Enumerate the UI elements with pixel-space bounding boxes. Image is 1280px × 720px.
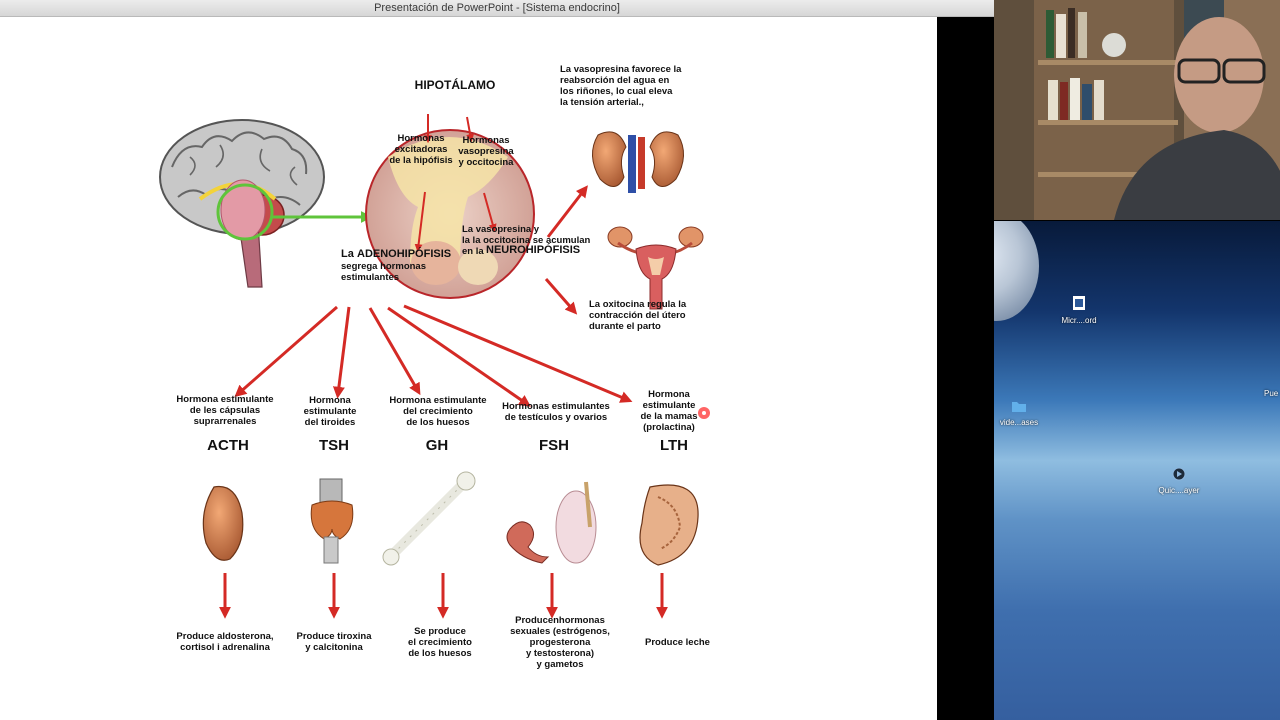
- tsh-desc: Hormona estimulante del tiroides: [303, 395, 357, 428]
- word-document-icon: [1073, 296, 1085, 310]
- kidney-illustration: [592, 131, 684, 193]
- acth-effect: Produce aldosterona, cortisol i adrenali…: [176, 631, 274, 653]
- webcam-video: [994, 0, 1280, 220]
- fsh-effect: Producenhormonas sexuales (estrógenos, p…: [510, 615, 610, 670]
- tsh-abbr: TSH: [319, 437, 349, 454]
- uterus-illustration: [607, 226, 704, 310]
- adeno-prefix: La: [341, 248, 354, 260]
- neuro-text-1: La vasopresina y: [462, 224, 540, 235]
- neuro-text-3: en la: [462, 246, 484, 257]
- gh-abbr: GH: [425, 437, 449, 454]
- gh-effect: Se produce el crecimiento de los huesos: [408, 626, 472, 659]
- acth-abbr: ACTH: [207, 437, 249, 454]
- acth-desc: Hormona estimulante de les cápsulas supr…: [176, 394, 274, 427]
- hormonas-vasopresina-label: Hormonas vasopresina y occitocina: [458, 135, 514, 168]
- neurohipofisis-label: NEUROHIPÓFISIS: [486, 244, 581, 256]
- bone-illustration: [382, 471, 476, 566]
- pituitary-detail-circle: [365, 114, 535, 299]
- adeno-desc: segrega hormonas estimulantes: [341, 261, 426, 283]
- arrow-to-uterus: [544, 278, 578, 315]
- hipotalamo-label: HIPOTÁLAMO: [414, 78, 496, 92]
- lth-desc: Hormona estimulante de la mamas (prolact…: [640, 389, 698, 433]
- slide-border: [937, 17, 994, 720]
- fsh-abbr: FSH: [539, 437, 569, 454]
- fsh-desc: Hormonas estimulantes de testículos y ov…: [502, 401, 610, 423]
- gonads-illustration: [506, 481, 597, 564]
- folder-icon: [1012, 402, 1026, 412]
- lth-effect: Produce leche: [645, 637, 710, 648]
- diagram-canvas: [159, 114, 710, 619]
- desktop-icon-folder[interactable]: vide...ases: [994, 399, 1044, 428]
- window-title: Presentación de PowerPoint - [Sistema en…: [374, 2, 620, 14]
- adenohipofisis-arrows: [234, 304, 633, 407]
- quicktime-player-icon: [1172, 467, 1186, 481]
- brain-illustration: [159, 119, 373, 288]
- desktop: Micr....ord vide...ases Quic....ayer Pue: [994, 221, 1280, 720]
- gh-desc: Hormona estimulante del crecimiento de l…: [389, 395, 487, 428]
- arrow-to-kidney: [546, 185, 588, 238]
- desktop-icon-word[interactable]: Micr....ord: [1054, 295, 1104, 326]
- oxitocina-effect-text: La oxitocina regula la contracción del ú…: [589, 299, 687, 332]
- webcam-frame: [994, 0, 1280, 220]
- desktop-icon-partial[interactable]: Pue: [1264, 389, 1280, 399]
- vasopresina-effect-text: La vasopresina favorece la reabsorción d…: [560, 64, 682, 108]
- neuro-text-2: la la occitocina se acumulan: [462, 235, 591, 246]
- powerpoint-window: Presentación de PowerPoint - [Sistema en…: [0, 0, 994, 720]
- down-arrows: [219, 573, 668, 619]
- thyroid-illustration: [310, 478, 354, 564]
- adrenal-gland-illustration: [202, 485, 244, 561]
- partial-icon: Pue: [1264, 389, 1279, 398]
- desktop-icon-label: Quic....ayer: [1158, 486, 1200, 495]
- adenohipofisis-label: ADENOHIPÓFISIS: [357, 248, 452, 260]
- moon-wallpaper: [994, 221, 1039, 321]
- desktop-icon-label: vide...ases: [999, 418, 1039, 427]
- slide[interactable]: HIPOTÁLAMO Hormonas excitadoras de la hi…: [0, 17, 937, 720]
- tsh-effect: Produce tiroxina y calcitonina: [296, 631, 372, 653]
- lth-abbr: LTH: [659, 437, 689, 454]
- breast-illustration: [639, 484, 699, 566]
- hormonas-excitadoras-label: Hormonas excitadoras de la hipófisis: [389, 133, 453, 166]
- desktop-icon-quicktime[interactable]: Quic....ayer: [1154, 467, 1204, 496]
- desktop-icon-label: Micr....ord: [1061, 316, 1097, 325]
- window-titlebar[interactable]: Presentación de PowerPoint - [Sistema en…: [0, 0, 994, 17]
